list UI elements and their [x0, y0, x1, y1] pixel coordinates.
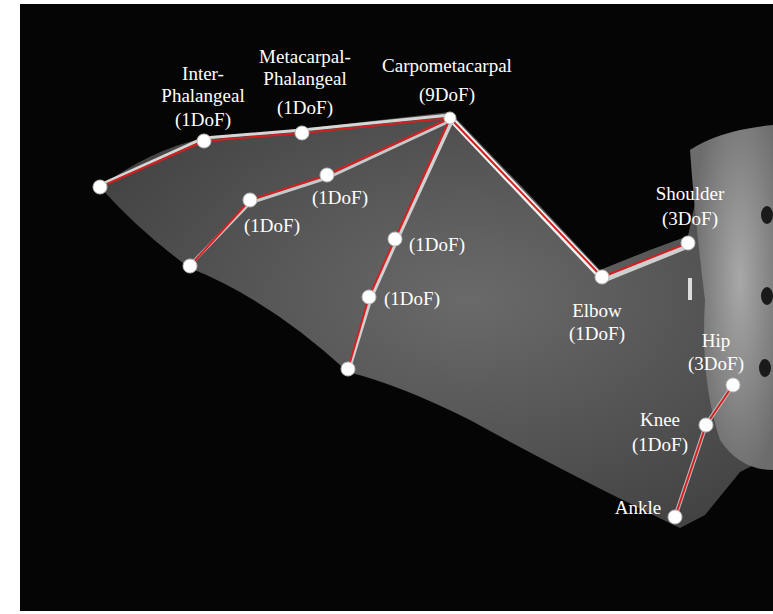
joint-label: (1DoF) [277, 97, 333, 119]
joint-dots [93, 112, 740, 524]
body-spot [761, 206, 773, 224]
joint-dot [197, 134, 211, 148]
joint-label: (1DoF) [409, 234, 465, 256]
bones [102, 115, 733, 517]
humerus-bone [604, 246, 688, 280]
joint-label: (1DoF) [569, 323, 625, 345]
joint-dot [341, 362, 355, 376]
joint-label: Elbow [572, 300, 622, 322]
skeleton-line [450, 118, 688, 277]
photo-background [20, 4, 773, 611]
joint-label: (1DoF) [384, 288, 440, 310]
joint-dot [726, 378, 740, 392]
joint-label: Metacarpal- Phalangeal [250, 46, 360, 90]
joint-label: Ankle [615, 497, 661, 519]
joint-label: (1DoF) [632, 434, 688, 456]
joint-dot [320, 168, 334, 182]
skeleton-lines [100, 118, 733, 517]
joint-label: Carpometacarpal [382, 55, 512, 77]
joint-dot [295, 126, 309, 140]
joint-dot [699, 418, 713, 432]
joint-dot [243, 193, 257, 207]
joint-label: (3DoF) [662, 208, 718, 230]
skeleton-line [100, 118, 450, 187]
body-marker [688, 278, 692, 300]
joint-label: Knee [640, 409, 680, 431]
joint-label: (3DoF) [688, 353, 744, 375]
bat-body [690, 125, 773, 470]
finger-bone [102, 115, 450, 184]
joint-dot [595, 270, 609, 284]
joint-dot [668, 510, 682, 524]
joint-label: (1DoF) [312, 187, 368, 209]
joint-label: Hip [702, 330, 731, 352]
joint-label: (1DoF) [244, 215, 300, 237]
body-spot [759, 359, 771, 377]
joint-dot [444, 112, 456, 124]
body-spot [761, 287, 773, 305]
joint-dot [183, 259, 197, 273]
joint-dot [93, 180, 107, 194]
joint-dot [388, 232, 402, 246]
joint-dot [362, 290, 376, 304]
wing-membrane [100, 112, 773, 528]
joint-label: (9DoF) [419, 84, 475, 106]
joint-label: (1DoF) [175, 109, 231, 131]
joint-label: Shoulder [656, 183, 725, 205]
joint-label: Inter- Phalangeal [148, 63, 258, 107]
joint-dot [681, 236, 695, 250]
